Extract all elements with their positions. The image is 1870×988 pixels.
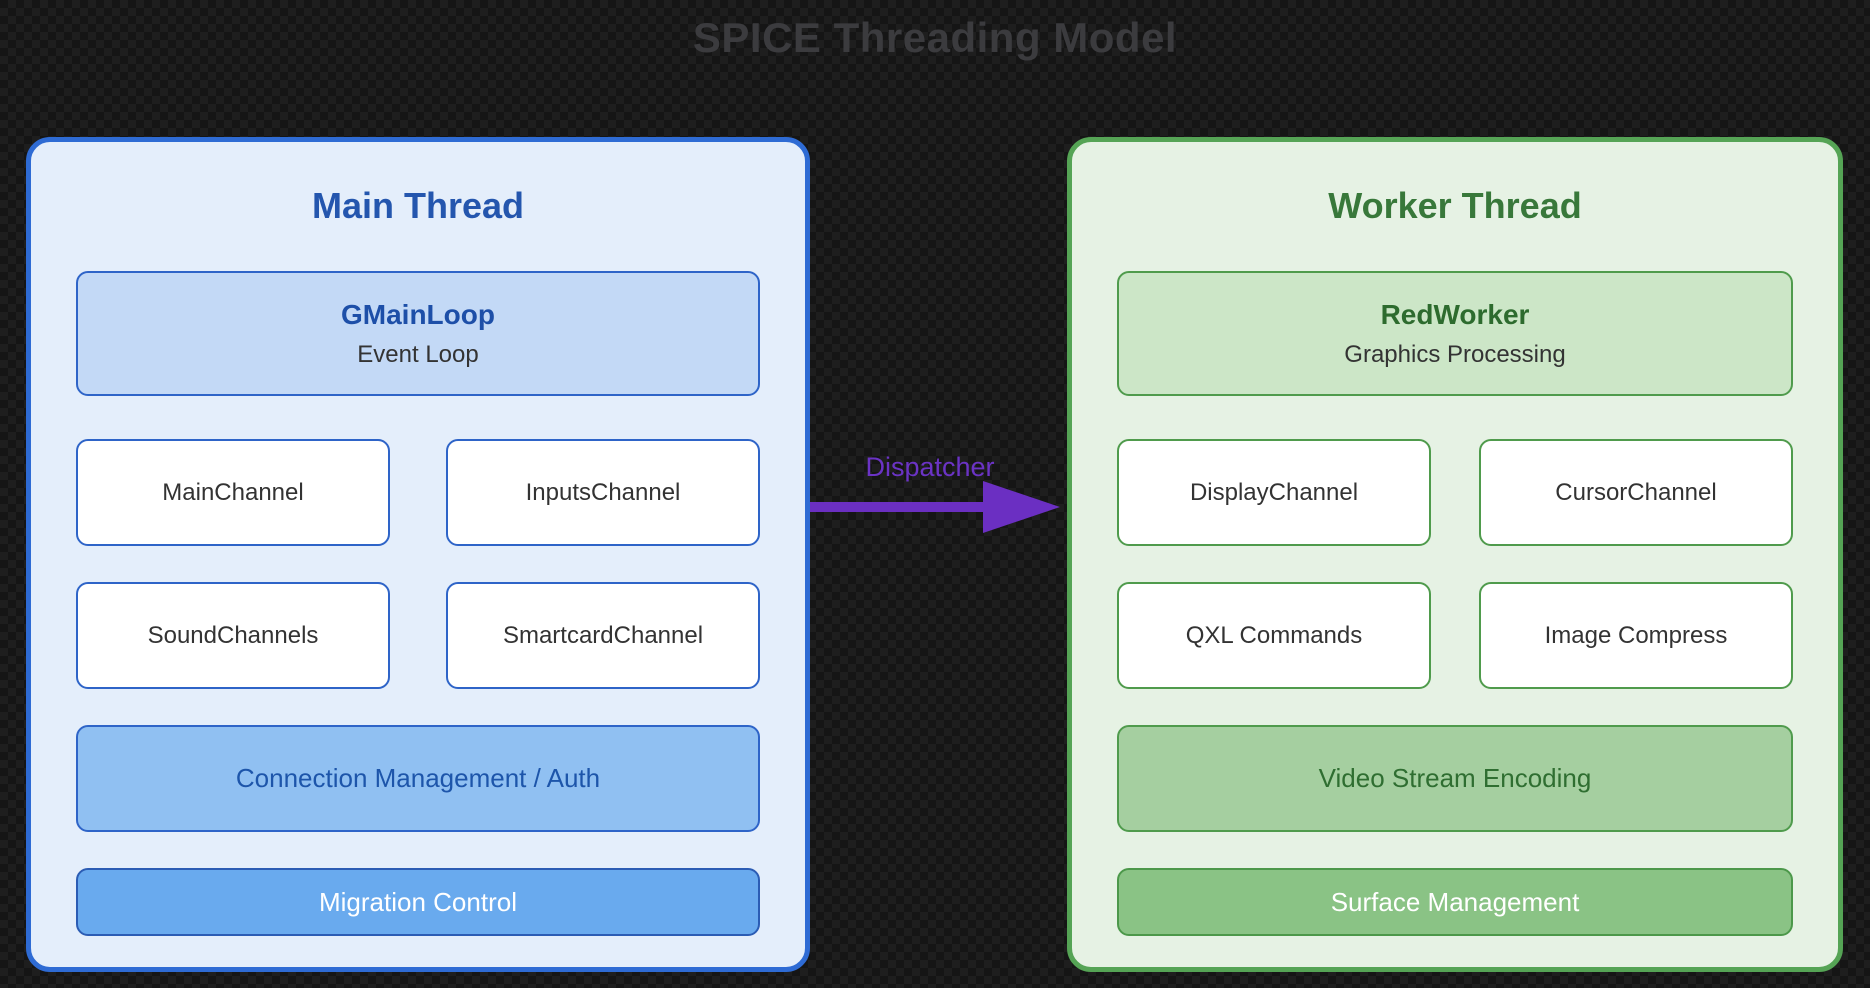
dispatcher-arrow-head-icon (983, 481, 1060, 533)
worker-thread-heading: Worker Thread (1328, 185, 1582, 226)
image-compress-box: Image Compress (1479, 582, 1793, 689)
worker-channel-row-1: DisplayChannel CursorChannel (1117, 439, 1793, 546)
main-thread-panel: Main Thread GMainLoop Event Loop MainCha… (26, 137, 810, 972)
main-channel-row-2: SoundChannels SmartcardChannel (76, 582, 760, 689)
dispatcher-label: Dispatcher (865, 452, 995, 482)
surface-management-box: Surface Management (1117, 868, 1793, 936)
main-thread-heading: Main Thread (311, 185, 525, 226)
redworker-box: RedWorker Graphics Processing (1117, 271, 1793, 396)
main-channel-row-1: MainChannel InputsChannel (76, 439, 760, 546)
mainchannel-box: MainChannel (76, 439, 390, 546)
worker-channel-row-2: QXL Commands Image Compress (1117, 582, 1793, 689)
redworker-title: RedWorker (1380, 298, 1530, 330)
migration-control-box: Migration Control (76, 868, 760, 936)
dispatcher-arrow-line (810, 502, 984, 512)
video-stream-encoding-box: Video Stream Encoding (1117, 725, 1793, 832)
gmainloop-title: GMainLoop (341, 298, 495, 330)
cursorchannel-box: CursorChannel (1479, 439, 1793, 546)
inputschannel-box: InputsChannel (446, 439, 760, 546)
redworker-subtitle: Graphics Processing (1344, 340, 1566, 368)
connection-management-box: Connection Management / Auth (76, 725, 760, 832)
gmainloop-box: GMainLoop Event Loop (76, 271, 760, 396)
qxl-commands-box: QXL Commands (1117, 582, 1431, 689)
page-title: SPICE Threading Model (692, 14, 1178, 61)
smartcardchannel-box: SmartcardChannel (446, 582, 760, 689)
worker-thread-panel: Worker Thread RedWorker Graphics Process… (1067, 137, 1843, 972)
gmainloop-subtitle: Event Loop (357, 340, 479, 368)
soundchannels-box: SoundChannels (76, 582, 390, 689)
displaychannel-box: DisplayChannel (1117, 439, 1431, 546)
